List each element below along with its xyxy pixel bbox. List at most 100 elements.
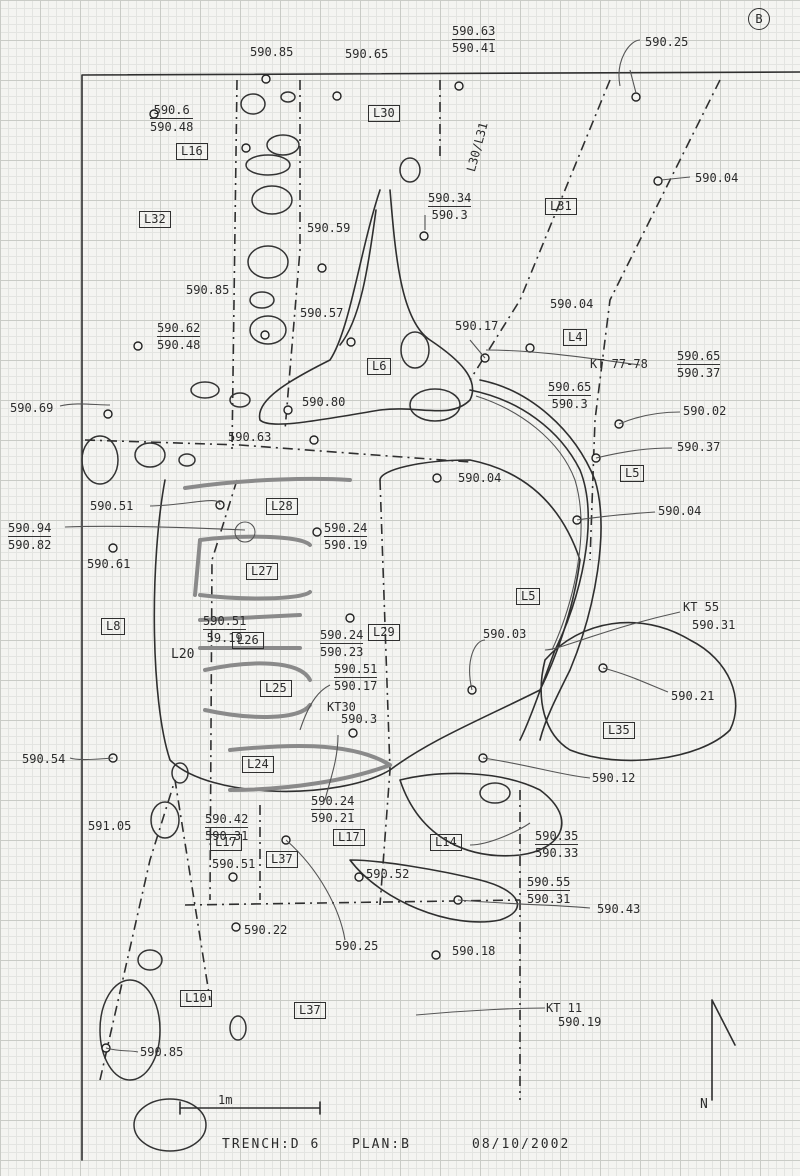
level-reading: 590.51 — [212, 857, 256, 871]
section-line-4 — [469, 79, 611, 381]
level-reading: 590.85 — [250, 45, 294, 59]
locus-label: L29 — [368, 624, 400, 642]
level-reading: 590.04 — [695, 171, 739, 185]
trench-caption: TRENCH:D 6 — [222, 1137, 321, 1152]
level-reading: 590.04 — [458, 471, 502, 485]
wall-L25 — [203, 661, 312, 719]
locus-label: L28 — [266, 498, 298, 516]
locus-label: L35 — [603, 722, 635, 740]
locus-label: L24 — [242, 756, 274, 774]
level-reading: 590.59 — [307, 221, 351, 235]
level-reading: 590.80 — [302, 395, 346, 409]
level-reading: 590.61 — [87, 557, 131, 571]
locus-label: L25 — [260, 680, 292, 698]
level-reading: 590.52 — [366, 867, 410, 881]
level-reading: 590.02 — [683, 404, 727, 418]
locus-label: L16 — [176, 143, 208, 161]
level-reading: 590.25 — [645, 35, 689, 49]
feature-L14 — [399, 772, 563, 857]
feature-ring — [234, 521, 256, 543]
level-reading: 590.51 — [90, 499, 134, 513]
section-line-10 — [99, 779, 211, 1081]
locus-label: L37 — [294, 1002, 326, 1020]
kt-label: KT 77-78 — [590, 357, 648, 371]
stream-line-2 — [479, 379, 602, 741]
north-label: N — [700, 1097, 708, 1112]
level-reading: 590.21 — [671, 689, 715, 703]
wall-L27 — [193, 534, 312, 601]
date-caption: 08/10/2002 — [472, 1137, 571, 1152]
level-reading: 590.37 — [677, 440, 721, 454]
wall-L24 — [228, 743, 392, 792]
locus-label: L4 — [563, 329, 588, 347]
channel-outline — [258, 189, 474, 425]
level-reading: 590.63 — [228, 430, 272, 444]
locus-label: L27 — [246, 563, 278, 581]
kt-value: 590.3 — [341, 712, 378, 726]
level-reading: 590.04 — [550, 297, 594, 311]
locus-label: L14 — [430, 834, 462, 852]
locus-label: L5 — [516, 588, 541, 606]
stones-column — [81, 91, 511, 1152]
sheet-id-badge: B — [748, 8, 770, 30]
feature-outline-large — [153, 459, 581, 793]
stream-line-3 — [475, 395, 582, 651]
locus-label: L10 — [180, 990, 212, 1008]
plan-caption: PLAN:B — [352, 1137, 411, 1152]
level-reading: 590.25 — [335, 939, 379, 953]
level-reading: 591.05 — [88, 819, 132, 833]
level-reading: 590.22 — [244, 923, 288, 937]
stream-line-1 — [469, 389, 589, 741]
wall-L26 — [198, 613, 302, 650]
locus-label: L20 — [171, 647, 195, 662]
level-reading: 590.43 — [597, 902, 641, 916]
locus-label: L8 — [101, 618, 126, 636]
kt-value: 590.31 — [692, 618, 736, 632]
level-reading: 590.57 — [300, 306, 344, 320]
wall-L28 — [183, 476, 352, 490]
kt-label: KT 55 — [683, 600, 720, 614]
level-reading: 590.54 — [22, 752, 66, 766]
locus-label: L37 — [266, 851, 298, 869]
locus-label: L31 — [545, 198, 577, 216]
kt-value: 590.19 — [558, 1015, 602, 1029]
scale-label: 1m — [218, 1093, 233, 1107]
channel-inner — [339, 209, 377, 346]
section-line-5 — [589, 79, 721, 561]
scale-bar — [179, 1101, 321, 1115]
locus-label: L17 — [210, 834, 242, 852]
level-reading: 590.69 — [10, 401, 54, 415]
level-reading: 590.85 — [140, 1045, 184, 1059]
locus-label: L26 — [232, 632, 264, 650]
locus-label: L32 — [139, 211, 171, 229]
kt-label: KT 11 — [546, 1001, 583, 1015]
section-line-2 — [284, 80, 301, 431]
locus-label: L30 — [368, 105, 400, 123]
locus-label: L5 — [620, 465, 645, 483]
locus-label: L6 — [367, 358, 392, 376]
level-reading: 590.65 — [345, 47, 389, 61]
section-line-6 — [379, 479, 391, 906]
level-reading: 590.03 — [483, 627, 527, 641]
feature-lower — [349, 859, 519, 923]
kt-label: KT30 — [327, 700, 356, 714]
section-line-1 — [209, 79, 238, 901]
level-reading: 590.18 — [452, 944, 496, 958]
level-reading: 590.17 — [455, 319, 499, 333]
north-arrow — [711, 999, 736, 1101]
locus-label: L17 — [333, 829, 365, 847]
feature-L35 — [540, 621, 737, 762]
